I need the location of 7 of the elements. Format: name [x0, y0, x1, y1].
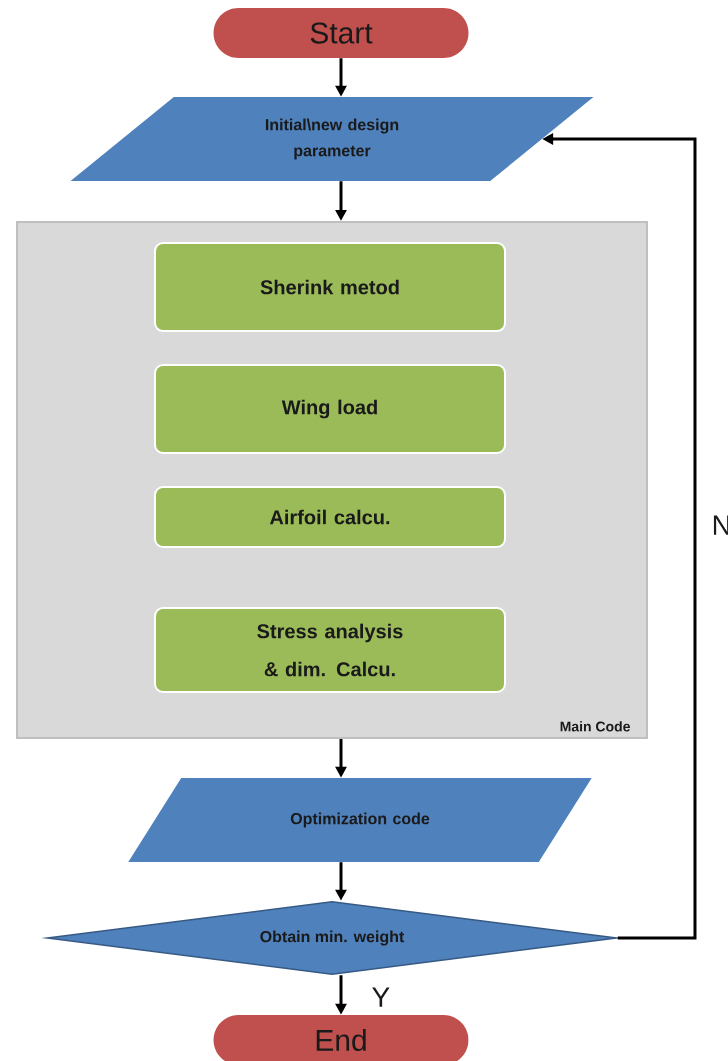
process-box: Airfoil calcu.	[154, 486, 506, 548]
process-box: Stress analysis & dim. Calcu.	[154, 607, 506, 693]
input-parallelogram: Optimization code	[128, 778, 592, 862]
process-box: Sherink metod	[154, 242, 506, 332]
edge-label: Y	[372, 987, 390, 1007]
input-parallelogram: Initial\new design parameter	[70, 97, 594, 181]
process-box: Wing load	[154, 364, 506, 454]
